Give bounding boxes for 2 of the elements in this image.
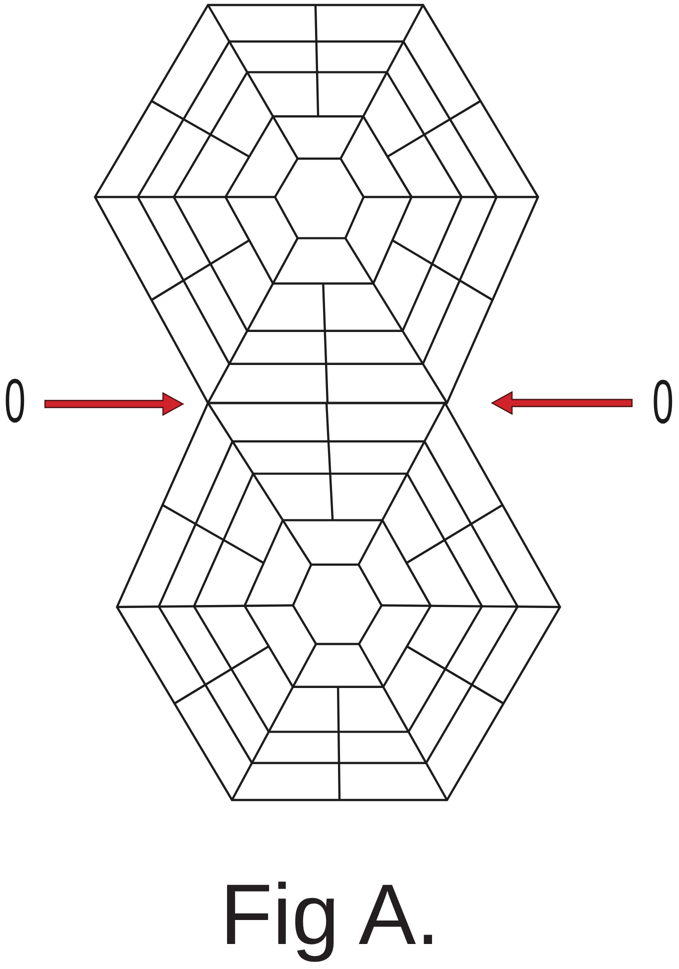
end-label: 0: [651, 378, 675, 428]
end-label: 0: [3, 377, 27, 427]
